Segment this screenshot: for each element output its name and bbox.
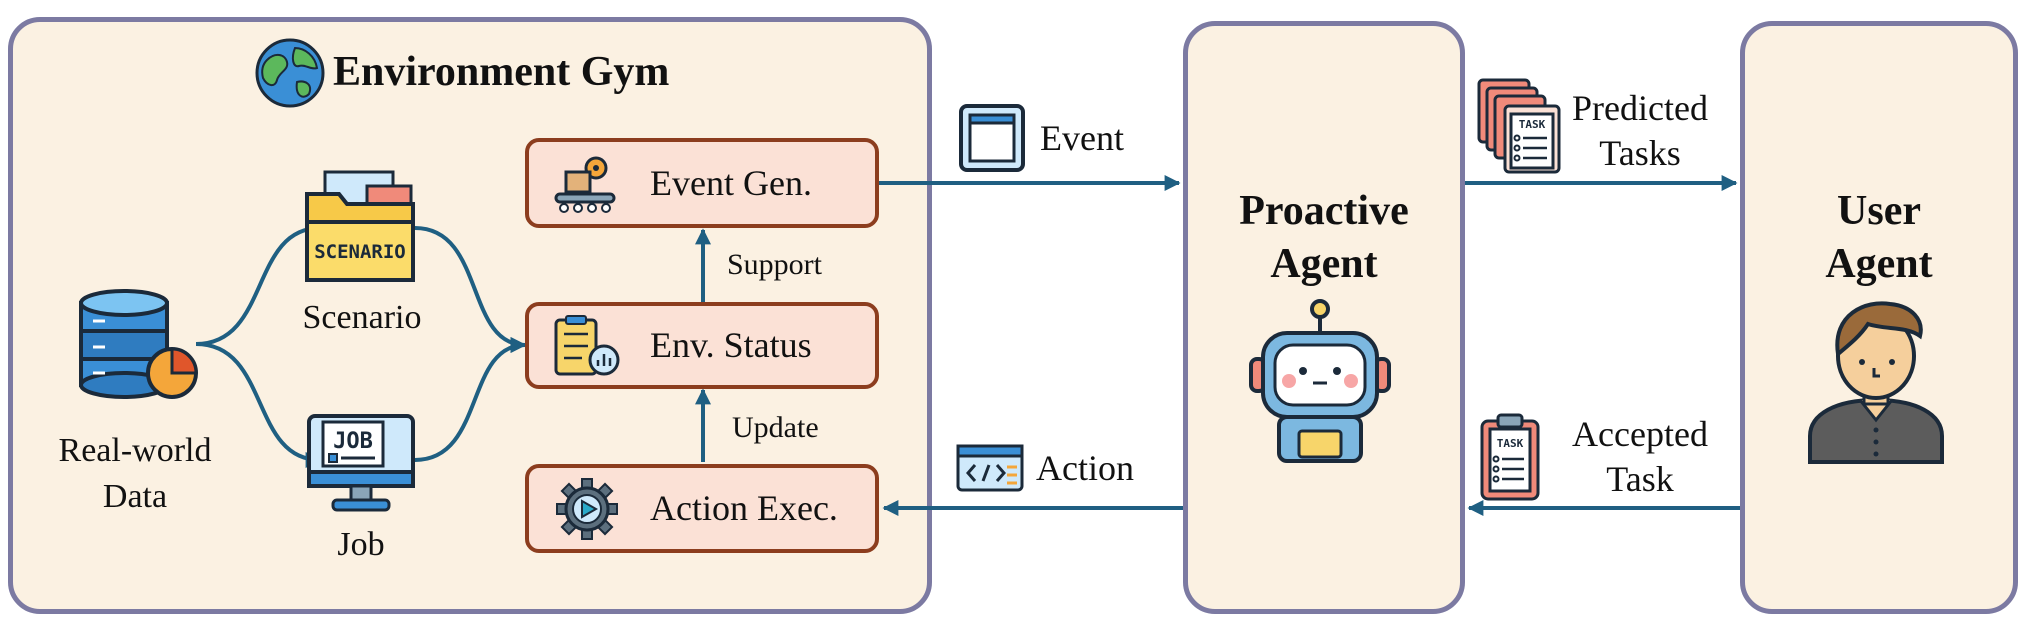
env-status-label: Env. Status bbox=[650, 325, 812, 365]
svg-text:JOB: JOB bbox=[333, 429, 373, 454]
task-clipboard-icon: TASK bbox=[1480, 413, 1540, 501]
arrow-job-to-status bbox=[414, 337, 527, 462]
database-icon bbox=[79, 289, 198, 399]
scenario-label: Scenario bbox=[302, 299, 422, 336]
arrow-data-to-job bbox=[195, 342, 322, 468]
conveyor-gear-icon bbox=[554, 156, 616, 213]
robot-icon bbox=[1249, 299, 1391, 463]
globe-icon bbox=[255, 38, 325, 108]
real-world-data-label: Real-world Data bbox=[58, 432, 212, 515]
action-exec-label: Action Exec. bbox=[650, 488, 838, 528]
gear-play-icon bbox=[556, 478, 618, 540]
task-stack-icon: TASK bbox=[1477, 78, 1561, 174]
job-label: Job bbox=[337, 526, 385, 563]
clipboard-status-icon bbox=[554, 315, 620, 376]
scenario-folder-icon: SCENARIO bbox=[305, 170, 415, 282]
job-monitor-icon: JOB bbox=[307, 414, 415, 512]
environment-gym-title: Environment Gym bbox=[333, 49, 670, 95]
event-gen-label: Event Gen. bbox=[650, 163, 812, 203]
support-label: Support bbox=[727, 248, 823, 281]
arrow-data-to-scenario bbox=[195, 220, 322, 346]
action-label: Action bbox=[1036, 448, 1134, 488]
svg-text:SCENARIO: SCENARIO bbox=[314, 241, 406, 263]
event-label: Event bbox=[1040, 118, 1124, 158]
predicted-tasks-label: Predicted Tasks bbox=[1572, 88, 1708, 173]
code-window-icon bbox=[956, 444, 1024, 492]
proactive-agent-title: Proactive Agent bbox=[1239, 188, 1409, 287]
accepted-task-label: Accepted Task bbox=[1572, 414, 1708, 499]
user-avatar-icon bbox=[1808, 301, 1944, 464]
svg-text:TASK: TASK bbox=[1497, 437, 1524, 450]
window-icon bbox=[959, 104, 1025, 172]
update-label: Update bbox=[732, 411, 819, 444]
arrow-scenario-to-status bbox=[414, 226, 527, 353]
svg-text:TASK: TASK bbox=[1519, 118, 1546, 131]
user-agent-title: User Agent bbox=[1825, 188, 1933, 287]
